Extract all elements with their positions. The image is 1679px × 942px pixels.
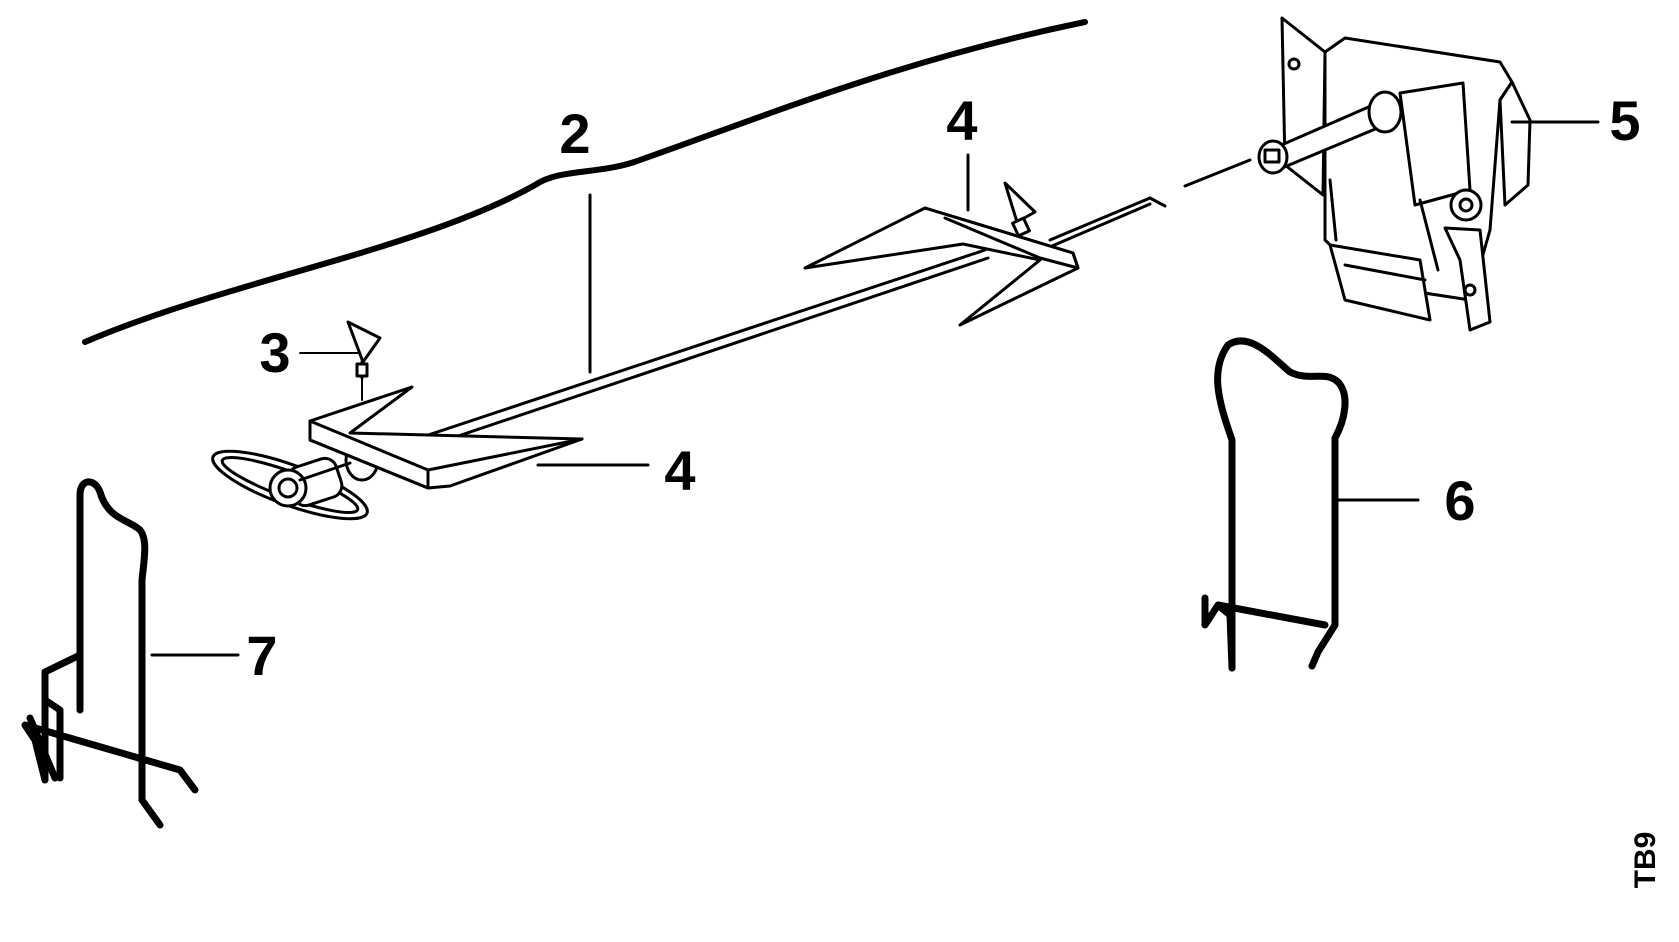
wire-support-left <box>21 478 199 829</box>
callout-4-front: 4 <box>664 439 695 502</box>
wire-support-right <box>1201 337 1349 672</box>
callout-2: 2 <box>559 102 590 165</box>
callout-7: 7 <box>246 624 277 687</box>
thumb-screw-rear <box>1003 181 1037 238</box>
callout-4-rear: 4 <box>946 89 977 152</box>
callout-3: 3 <box>259 321 290 384</box>
oven-outline-curve <box>82 19 1088 345</box>
callout-6: 6 <box>1444 469 1475 532</box>
spit-rod <box>366 158 1252 467</box>
fork-rear <box>803 206 1080 327</box>
callout-5: 5 <box>1609 89 1640 152</box>
leader-lines <box>150 120 1600 657</box>
thumb-screw-front <box>346 320 382 401</box>
reference-code: TB9 <box>1629 832 1662 889</box>
fork-front <box>308 385 584 490</box>
rotisserie-motor <box>1257 16 1532 332</box>
spit-handle <box>211 438 380 521</box>
